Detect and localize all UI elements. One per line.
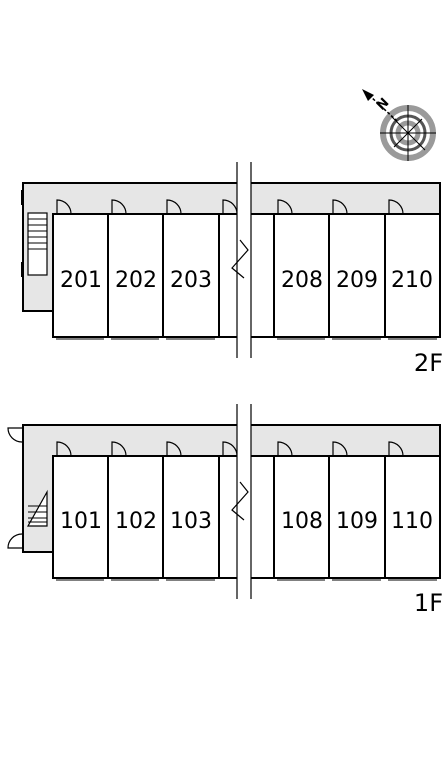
room-203: 203: [170, 268, 212, 293]
room-209: 209: [336, 268, 378, 293]
room-202: 202: [115, 268, 157, 293]
compass-icon: N: [362, 89, 436, 161]
room-208: 208: [281, 268, 323, 293]
floor-label-2f: 2F: [414, 349, 443, 377]
room-110: 110: [391, 509, 433, 534]
stairs-2f-icon: [21, 190, 48, 277]
room-102: 102: [115, 509, 157, 534]
compass-north-label: N: [374, 95, 392, 113]
floor-1f: 101 102 103 108 109 110 1F: [7, 404, 443, 617]
stairs-1f-icon: [7, 427, 48, 549]
floor-2f: 201 202 203 208 209 210 2F: [21, 162, 443, 377]
room-201: 201: [60, 268, 102, 293]
door-swings-2f: [56, 199, 404, 215]
room-210: 210: [391, 268, 433, 293]
room-109: 109: [336, 509, 378, 534]
room-103: 103: [170, 509, 212, 534]
room-101: 101: [60, 509, 102, 534]
floor-label-1f: 1F: [414, 589, 443, 617]
room-108: 108: [281, 509, 323, 534]
